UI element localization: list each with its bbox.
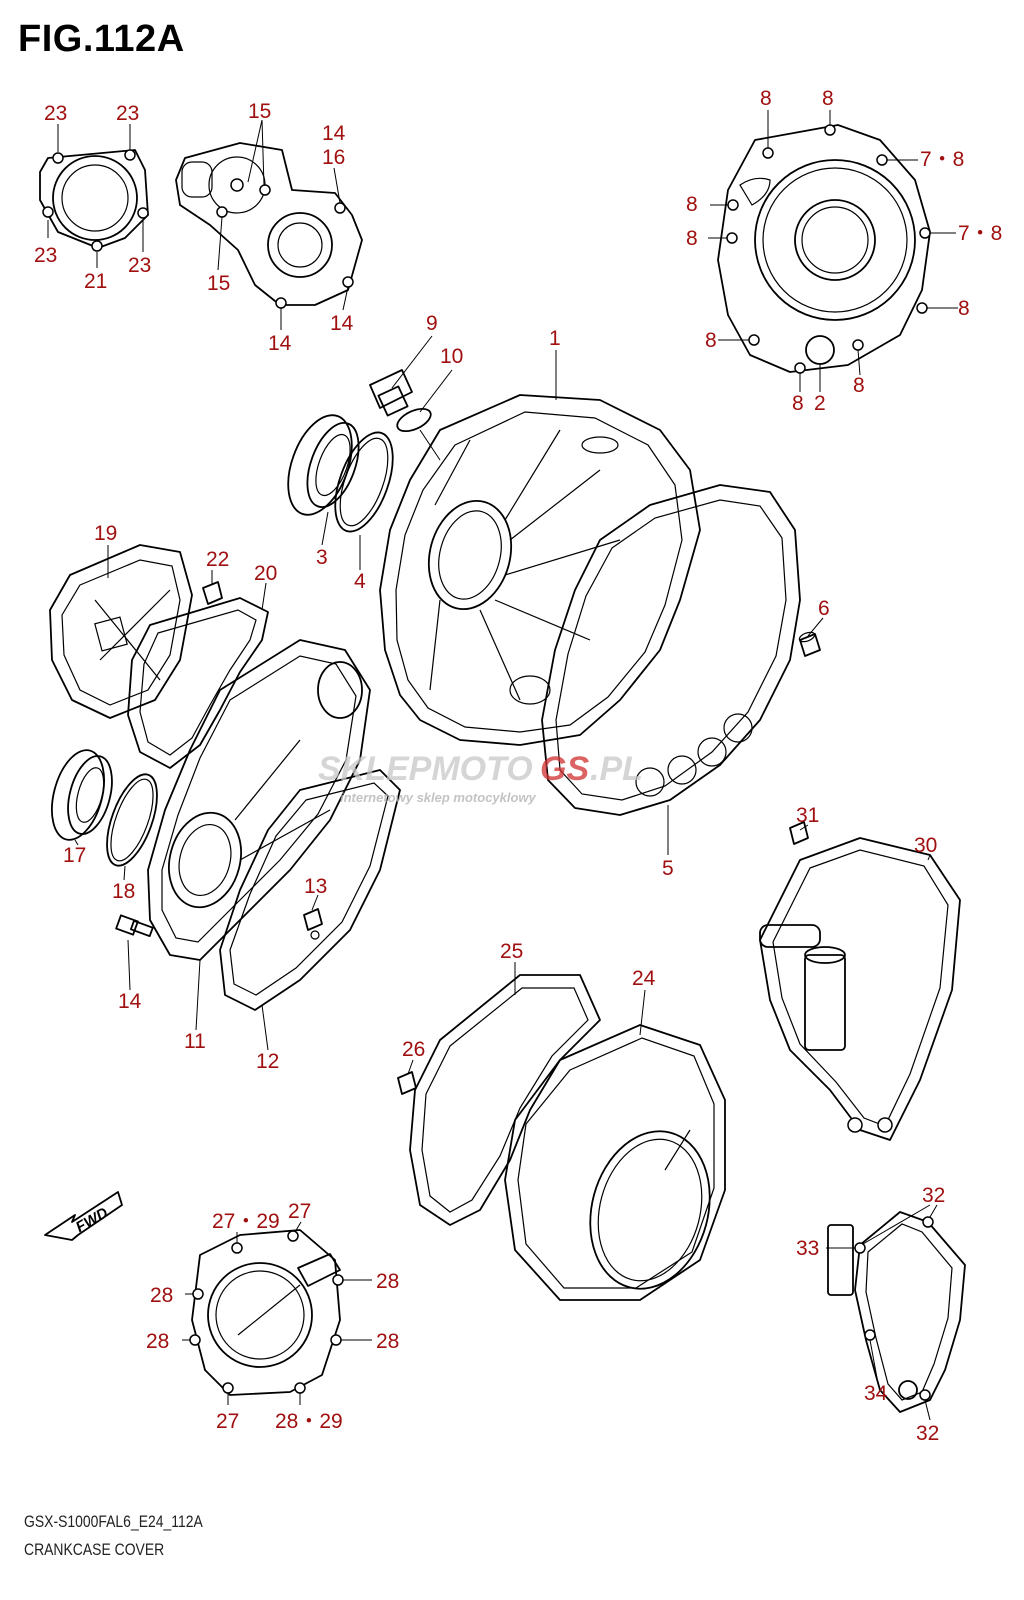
sensor-cover-part [827,1211,966,1413]
breather-cover-part [759,837,961,1141]
oil-seal-17-part [51,749,158,867]
generator-cover-24-part [504,1024,726,1301]
callout-7-8-upper: 7・8 [920,148,964,171]
callout-20: 20 [254,562,277,585]
callout-27-bottom: 27 [216,1410,239,1433]
callout-31: 31 [796,804,819,827]
callout-11: 11 [184,1030,206,1053]
callout-7-8-lower: 7・8 [958,222,1002,245]
callout-8-top-left: 8 [760,87,772,110]
dowel-pin-13-part [303,908,323,931]
callout-8-left-upper: 8 [686,193,698,216]
oil-filler-cap-part [369,369,432,433]
bolt-part [115,914,154,938]
oil-seal-part [287,414,394,533]
callout-9: 9 [426,312,438,335]
timing-cover-part [189,1229,344,1396]
callout-25: 25 [500,940,523,963]
callout-23-bottom-right: 23 [128,254,151,277]
callout-8-right: 8 [958,297,970,320]
callout-14-bolt: 14 [118,990,142,1013]
callout-2: 2 [814,392,826,415]
callout-14-top: 14 [322,122,346,145]
starter-clutch-cover-part [49,544,193,719]
callout-14-bottom-right: 14 [330,312,354,335]
callout-28-right-upper: 28 [376,1270,399,1293]
callout-27-top: 27 [288,1200,311,1223]
callout-8-bottom-right: 8 [853,374,865,397]
gasket-20-part [127,597,269,769]
callout-10: 10 [440,345,463,368]
callout-19: 19 [94,522,117,545]
callout-23-top-left: 23 [44,102,67,125]
callout-34: 34 [864,1382,888,1405]
callout-32-bottom: 32 [916,1422,939,1445]
model-code: GSX-S1000FAL6_E24_112A [24,1512,203,1531]
callout-8-left-lower: 8 [686,227,698,250]
generator-cover-11-part [147,639,371,961]
watermark-tagline: internetowy sklep motocyklowy [340,790,537,805]
leader-lines [47,110,958,1421]
callout-28-29: 28・29 [275,1410,343,1433]
callout-1: 1 [549,327,561,350]
pump-housing-part [175,142,363,309]
callout-15-top: 15 [248,100,271,123]
callout-21: 21 [84,270,107,293]
callout-32-top: 32 [922,1184,945,1207]
callout-5: 5 [662,857,674,880]
callout-33: 33 [796,1237,819,1260]
dowel-pin-22-part [202,581,223,605]
callout-27-29: 27・29 [212,1210,280,1233]
callout-8-bottom: 8 [792,392,804,415]
callout-30: 30 [914,834,937,857]
callout-22: 22 [206,548,229,571]
figure-caption: CRANKCASE COVER [24,1540,165,1559]
callout-24: 24 [632,967,656,990]
dowel-pin-31-part [789,821,809,845]
callout-17: 17 [63,844,86,867]
watermark-logo: SKLEPMOTO GS .PL internetowy sklep motoc… [318,750,643,805]
callout-13: 13 [304,875,327,898]
fwd-arrow-icon: FWD [44,1191,123,1241]
callout-16: 16 [322,146,345,169]
callout-8-left-bottom: 8 [705,329,717,352]
clutch-cover-part [717,124,931,374]
callout-4: 4 [354,570,366,593]
callout-8-top: 8 [822,87,834,110]
callout-28-right-lower: 28 [376,1330,399,1353]
small-cover-part [39,149,149,252]
callout-14-bottom-left: 14 [268,332,292,355]
figure-title: FIG.112A [18,18,185,60]
callout-26: 26 [402,1038,425,1061]
callout-23-top-right: 23 [116,102,139,125]
callout-3: 3 [316,546,328,569]
callout-18: 18 [112,880,135,903]
callout-15-bottom: 15 [207,272,230,295]
callout-labels: 23 23 23 21 23 15 14 16 15 14 14 8 8 7・8… [34,87,1002,1445]
dowel-pin-part [798,631,821,657]
watermark-brand-suffix: .PL [590,750,643,788]
watermark-brand: SKLEPMOTO [318,750,533,788]
callout-12: 12 [256,1050,279,1073]
gasket-part [541,484,801,816]
crankcase-cover-part [379,394,701,746]
gasket-12-part [219,769,401,1011]
gasket-25-part [409,974,601,1226]
callout-28-left-lower: 28 [146,1330,169,1353]
dowel-pin-26-part [397,1071,417,1095]
watermark-brand-accent: GS [540,750,589,788]
callout-6: 6 [818,597,830,620]
callout-28-left-upper: 28 [150,1284,173,1307]
callout-23-bottom-left: 23 [34,244,57,267]
